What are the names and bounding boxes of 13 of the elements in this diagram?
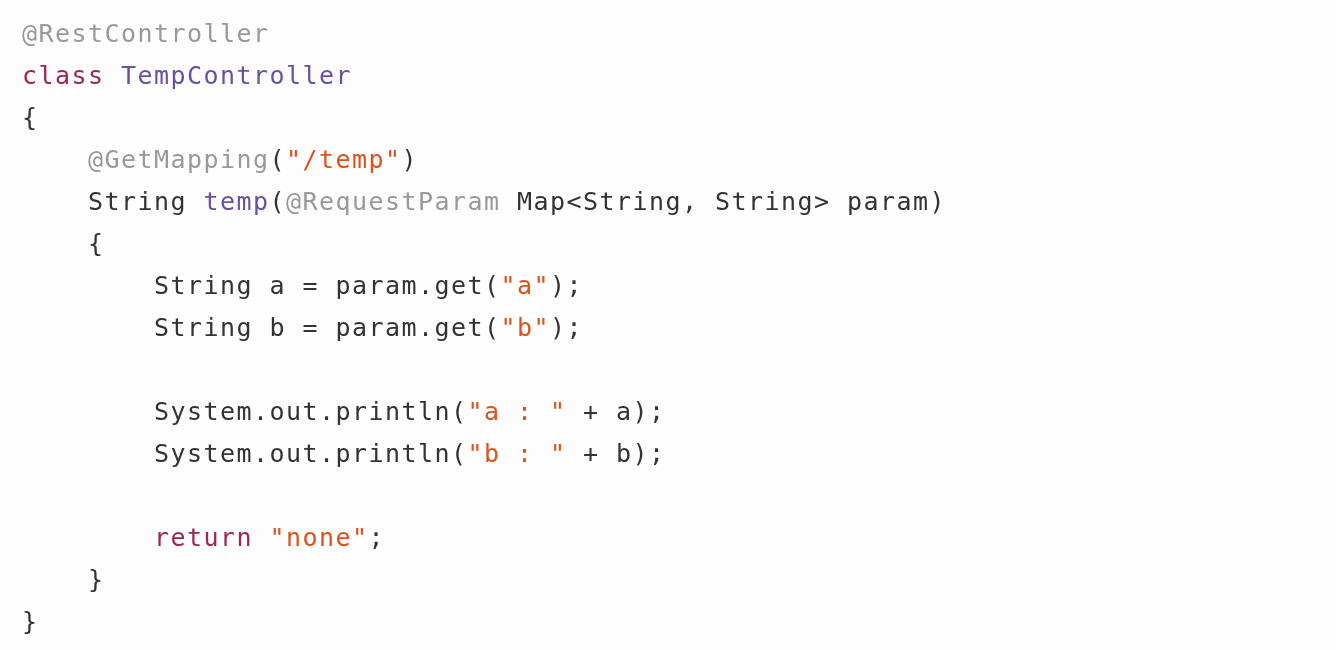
code-line: System.out.println("b : " + b); xyxy=(153,438,666,470)
code-line: } xyxy=(87,564,105,596)
code-line: { xyxy=(87,228,105,260)
code-line: String b = param.get("b"); xyxy=(153,312,584,344)
code-line: String a = param.get("a"); xyxy=(153,270,584,302)
code-line: String temp(@RequestParam Map<String, String> param) xyxy=(87,186,947,218)
code-line: @GetMapping("/temp") xyxy=(87,144,419,176)
code-line: class TempController xyxy=(22,60,353,92)
code-line: { xyxy=(22,102,39,134)
code-line: return "none"; xyxy=(153,522,386,554)
code-line: @RestController xyxy=(22,18,270,50)
code-line: } xyxy=(22,606,39,638)
code-line: System.out.println("a : " + a); xyxy=(153,396,666,428)
